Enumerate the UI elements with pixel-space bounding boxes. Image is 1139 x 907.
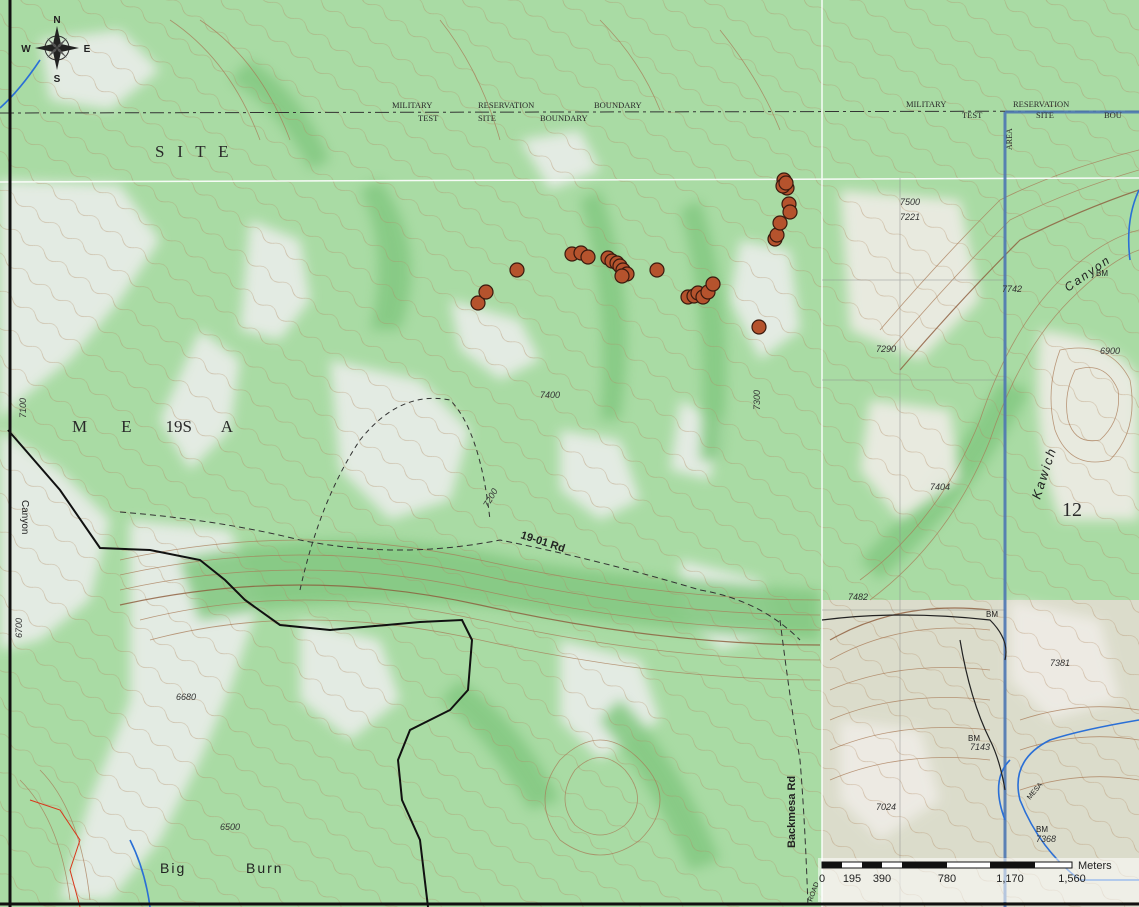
scale-seg-4 bbox=[990, 862, 1035, 868]
scale-seg-2 bbox=[862, 862, 882, 868]
dirt-track bbox=[299, 397, 491, 591]
compass-w: W bbox=[21, 44, 31, 55]
road-right-2 bbox=[959, 639, 1006, 791]
elev-6900: 6900 bbox=[1100, 346, 1120, 356]
elev-7742: 7742 bbox=[1002, 284, 1022, 294]
elev-7100: 7100 bbox=[18, 398, 28, 418]
compass-rose: N S E W bbox=[21, 15, 90, 85]
scale-tick-1560: 1,560 bbox=[1058, 873, 1086, 885]
streams bbox=[0, 59, 1139, 907]
label-section-12: 12 bbox=[1062, 499, 1082, 521]
survey-point[interactable] bbox=[772, 215, 788, 231]
scale-unit: Meters bbox=[1078, 860, 1112, 872]
scale-seg-3 bbox=[902, 862, 947, 868]
road-19-01 bbox=[119, 511, 801, 641]
label-bm-2: BM bbox=[968, 734, 980, 743]
military-boundary-line bbox=[0, 110, 1139, 114]
label-test-right: TEST bbox=[962, 110, 983, 120]
elev-7143: 7143 bbox=[970, 742, 990, 752]
label-boundary-left2: BOUNDARY bbox=[540, 113, 588, 123]
scale-seg-1 bbox=[822, 862, 842, 868]
label-military-right: MILITARY bbox=[906, 99, 946, 109]
scale-tick-195: 195 bbox=[843, 873, 861, 885]
elev-7404: 7404 bbox=[930, 482, 950, 492]
compass-s: S bbox=[54, 74, 61, 85]
label-military-left: MILITARY bbox=[392, 100, 432, 110]
label-reservation-left: RESERVATION bbox=[478, 100, 534, 110]
survey-point[interactable] bbox=[478, 284, 494, 300]
label-site-left: SITE bbox=[478, 113, 496, 123]
label-bm-4: BM bbox=[1096, 269, 1108, 278]
survey-point[interactable] bbox=[705, 276, 721, 292]
label-mesa: M E 19S A bbox=[72, 417, 234, 436]
survey-point[interactable] bbox=[751, 319, 767, 335]
boundary-labels: MILITARY TEST RESERVATION SITE BOUNDARY … bbox=[392, 99, 1122, 150]
elev-6680: 6680 bbox=[176, 692, 196, 702]
road-right bbox=[821, 614, 1007, 661]
scale-bar: 0 195 390 780 1,170 1,560 Meters bbox=[818, 858, 1139, 902]
elev-6500: 6500 bbox=[220, 822, 240, 832]
label-site-big: S I T E bbox=[155, 142, 229, 161]
survey-grid bbox=[822, 178, 1005, 907]
elev-7221: 7221 bbox=[900, 212, 920, 222]
road-backmesa bbox=[779, 619, 809, 907]
trail bbox=[29, 799, 81, 907]
survey-point[interactable] bbox=[782, 204, 798, 220]
blue-boundary bbox=[1003, 110, 1139, 907]
label-boundary-left: BOUNDARY bbox=[594, 100, 642, 110]
elev-7500: 7500 bbox=[900, 197, 920, 207]
elev-7024: 7024 bbox=[876, 802, 896, 812]
label-canyon-left: Canyon bbox=[19, 500, 30, 534]
label-test-left: TEST bbox=[418, 113, 439, 123]
compass-e: E bbox=[84, 44, 91, 55]
label-bou-right: BOU bbox=[1104, 110, 1122, 120]
survey-point[interactable] bbox=[470, 295, 486, 311]
label-bm-3: BM bbox=[1036, 825, 1048, 834]
label-road-backmesa: Backmesa Rd bbox=[786, 776, 798, 848]
survey-point[interactable] bbox=[778, 175, 794, 191]
elev-7300: 7300 bbox=[752, 390, 762, 410]
scale-tick-1170: 1,170 bbox=[996, 873, 1024, 885]
survey-point[interactable] bbox=[649, 262, 665, 278]
elev-7482: 7482 bbox=[848, 592, 868, 602]
elev-6700: 6700 bbox=[14, 618, 24, 638]
scale-tick-780: 780 bbox=[938, 873, 956, 885]
survey-points bbox=[470, 172, 798, 335]
survey-point[interactable] bbox=[509, 262, 525, 278]
label-site-right: SITE bbox=[1036, 110, 1054, 120]
main-road bbox=[7, 429, 474, 907]
scale-tick-0: 0 bbox=[819, 873, 825, 885]
label-reservation-right: RESERVATION bbox=[1013, 99, 1069, 109]
label-big: Big bbox=[160, 860, 186, 876]
elev-7400: 7400 bbox=[540, 390, 560, 400]
survey-point[interactable] bbox=[614, 268, 630, 284]
label-bm-1: BM bbox=[986, 610, 998, 619]
elevation-labels: 7221 7742 7290 7404 7482 7381 7143 7024 … bbox=[14, 197, 1120, 844]
scale-tick-390: 390 bbox=[873, 873, 891, 885]
elev-7381: 7381 bbox=[1050, 658, 1070, 668]
survey-point[interactable] bbox=[580, 249, 596, 265]
elev-7368: 7368 bbox=[1036, 834, 1056, 844]
elev-7290: 7290 bbox=[876, 344, 896, 354]
label-burn: Burn bbox=[246, 860, 284, 876]
contour-lines bbox=[19, 19, 1139, 901]
compass-n: N bbox=[53, 15, 60, 26]
label-area: AREA bbox=[1005, 128, 1014, 150]
